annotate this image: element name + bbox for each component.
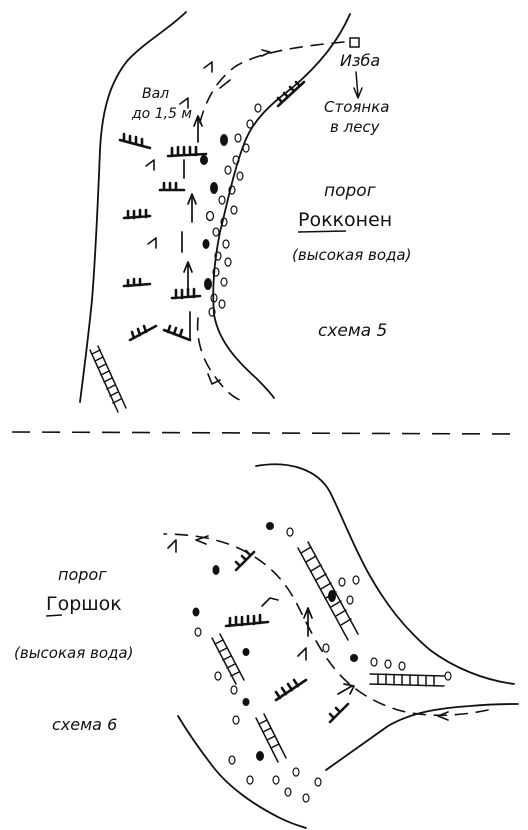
ladder-6-left (211, 633, 245, 685)
flow-arrow (337, 683, 355, 695)
label-rapid-name-6: Горшок (46, 593, 122, 615)
lower-bank-6 (177, 715, 307, 829)
flow-path-6 (163, 533, 489, 717)
underline-rapid-5 (297, 230, 347, 233)
ladder-6-right (369, 673, 445, 687)
label-rapid-word-5: порог (324, 181, 376, 201)
left-bank-5 (79, 11, 187, 403)
lower-bank-6-right (325, 703, 519, 771)
flow-arrow (219, 79, 231, 89)
label-scheme-6: схема 6 (52, 715, 117, 734)
flag-marks-6 (167, 539, 307, 661)
flow-path-5-lower (196, 317, 247, 403)
label-parking-line1: Стоянка (324, 98, 389, 116)
flag-marks-5 (145, 61, 213, 249)
label-rapid-word-6: порог (58, 565, 107, 584)
flow-arrow (207, 373, 221, 385)
wave-marks-6 (224, 549, 350, 724)
flow-path-5 (197, 41, 345, 131)
scheme-5: Изба Стоянка в лесу Вал до 1,5 м порог Р… (79, 11, 411, 413)
flow-arrow (195, 535, 209, 545)
label-rapid-name-5: Рокконен (298, 209, 392, 231)
hut-icon (349, 37, 360, 48)
scheme-6: порог Горшок (высокая вода) схема 6 (14, 463, 519, 829)
upper-bank-6 (255, 463, 515, 685)
channel-arrows-5 (181, 115, 203, 341)
arrow-to-parking (353, 71, 363, 99)
ladder-6-lower (255, 713, 287, 763)
wave-marks-5 (118, 80, 306, 342)
flow-arrow (437, 711, 449, 721)
label-wave-line1: Вал (142, 86, 169, 102)
flow-arrow (303, 607, 313, 637)
label-scheme-5: схема 5 (318, 321, 387, 341)
label-water-6: (высокая вода) (14, 644, 133, 662)
rocks-6 (192, 522, 452, 803)
scheme-separator (11, 431, 517, 435)
label-izba: Изба (340, 51, 380, 70)
underline-rapid-6 (45, 614, 63, 617)
ladder-5 (89, 345, 127, 413)
flow-arrow (261, 49, 271, 57)
label-water-5: (высокая вода) (292, 246, 411, 264)
label-wave-line2: до 1,5 м (131, 106, 192, 122)
label-parking-line2: в лесу (330, 118, 381, 136)
rocks-5 (200, 103, 262, 317)
